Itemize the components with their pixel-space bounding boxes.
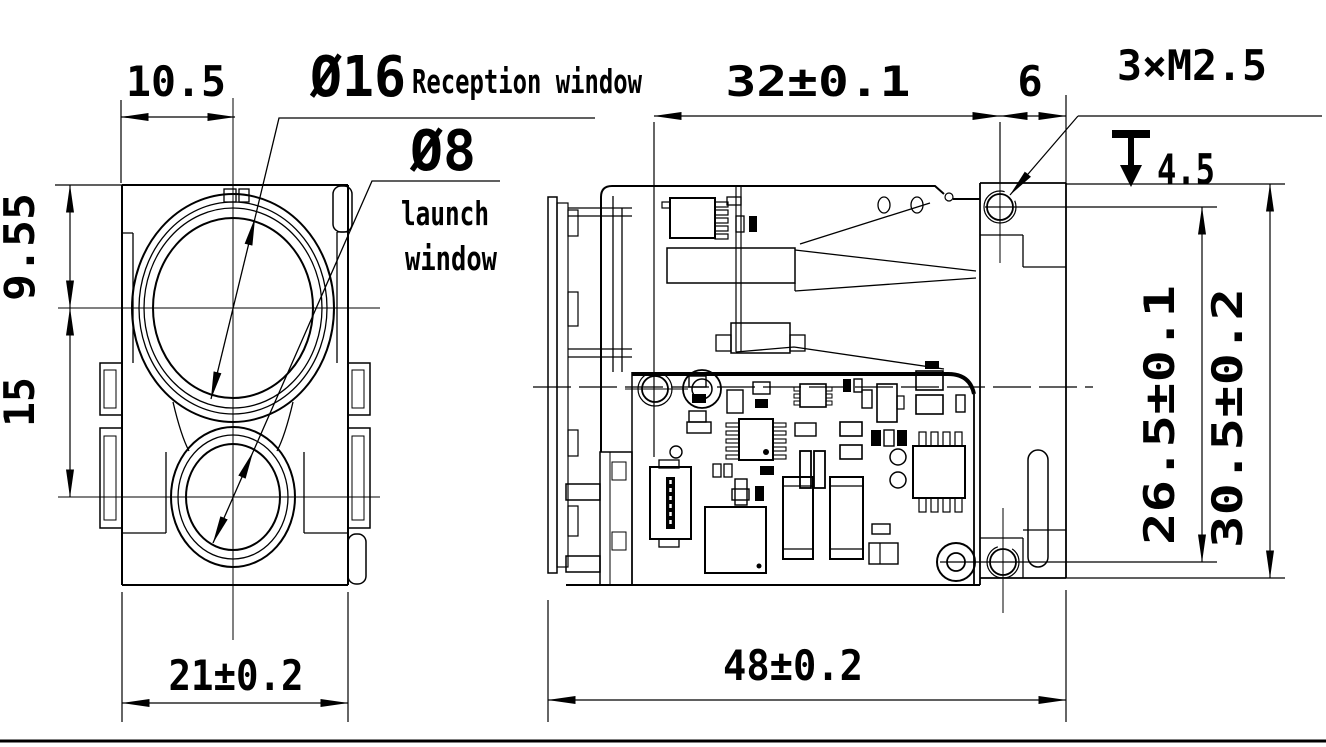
front-view-centerlines xyxy=(58,98,380,640)
dcdc-module xyxy=(649,459,692,548)
pcb-components xyxy=(649,361,976,582)
side-view xyxy=(533,182,1093,613)
soic8-chip xyxy=(912,431,966,513)
side-view-outline xyxy=(566,185,980,586)
pcb-standoff xyxy=(682,369,722,409)
dim-48: 48±0.2 xyxy=(547,590,1067,722)
capacitor-2 xyxy=(829,476,864,560)
dim-9-55-text: 9.55 xyxy=(0,193,44,301)
front-view-side-clips xyxy=(99,185,371,585)
thread-callout: 3×M2.5 4.5 xyxy=(1009,41,1322,196)
dia16-leader xyxy=(210,117,595,400)
front-view: Ø16 Reception window Ø8 launch window xyxy=(58,45,642,640)
dimensions: 10.5 9.55 15 21±0.2 32±0.1 6 xyxy=(0,41,1322,722)
depth-symbol-icon xyxy=(1112,130,1150,187)
optics-internals xyxy=(661,186,977,370)
reception-window-label: Reception window xyxy=(412,62,642,101)
dia8-label: Ø8 xyxy=(409,119,476,184)
dia16-label: Ø16 xyxy=(309,45,406,110)
dim-15-text: 15 xyxy=(0,377,44,427)
screw-hole-bottom xyxy=(986,508,1020,613)
dim-26-5-and-30-5: 26.5±0.1 30.5±0.2 xyxy=(940,183,1285,579)
vent-hole-left xyxy=(877,196,891,214)
pcb xyxy=(533,369,1093,585)
dim-21: 21±0.2 xyxy=(121,592,349,722)
dim-9-55-and-15: 9.55 15 xyxy=(0,184,122,498)
screw-hole-top xyxy=(983,183,1017,263)
dim-48-text: 48±0.2 xyxy=(723,641,863,690)
dim-21-text: 21±0.2 xyxy=(169,651,304,700)
dim-10-5: 10.5 xyxy=(120,57,236,183)
dim-26-5-text: 26.5±0.1 xyxy=(1135,285,1184,545)
dim-32-text: 32±0.1 xyxy=(726,57,911,106)
dim-30-5-text: 30.5±0.2 xyxy=(1203,288,1252,548)
mounting-block xyxy=(979,182,1067,613)
depth-value-text: 4.5 xyxy=(1157,145,1215,194)
mounting-slot xyxy=(1027,449,1049,568)
capacitor-1 xyxy=(782,476,814,560)
front-view-outline xyxy=(121,184,349,586)
apd-chip xyxy=(704,506,767,574)
launch-window-label-line1: launch xyxy=(401,194,489,233)
top-ic xyxy=(669,197,716,239)
launch-window-label-line2: window xyxy=(405,239,497,278)
dim-6-text: 6 xyxy=(1017,57,1042,106)
dim-10-5-text: 10.5 xyxy=(126,57,226,106)
side-view-front-plate xyxy=(547,196,632,574)
thread-callout-text: 3×M2.5 xyxy=(1117,41,1267,90)
vent-hole-right xyxy=(910,196,924,214)
connector xyxy=(565,451,633,586)
dia8-leader xyxy=(212,180,500,544)
dim-32-and-6: 32±0.1 6 xyxy=(653,57,1067,457)
